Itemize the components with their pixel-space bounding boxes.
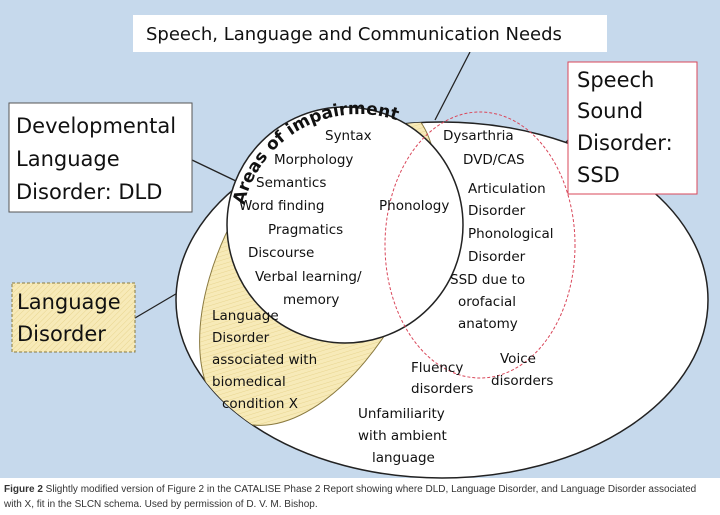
dld-text: Developmental <box>16 114 176 138</box>
title-pointer <box>434 51 471 121</box>
area-word-finding: Word finding <box>239 198 325 214</box>
area-verbal-learning: Verbal learning/ <box>255 269 362 285</box>
ambient-label: language <box>372 450 435 466</box>
area-discourse: Discourse <box>248 245 314 261</box>
caption-text: Slightly modified version of Figure 2 in… <box>4 484 697 510</box>
title-text: Speech, Language and Communication Needs <box>146 24 562 45</box>
fluency-label: disorders <box>411 381 473 397</box>
dld-box <box>8 102 193 213</box>
voice-label: Voice <box>500 351 536 367</box>
area-pragmatics: Pragmatics <box>268 222 343 238</box>
ssd-item: Phonological <box>468 226 554 242</box>
language-disorder-text: Language <box>17 290 121 314</box>
text-line: biomedical <box>212 374 286 390</box>
area-memory: memory <box>283 292 339 308</box>
ssd-text: SSD <box>577 163 620 187</box>
text-line: condition X <box>222 396 298 412</box>
ssd-text: Disorder: <box>577 131 673 155</box>
ssd-item: Dysarthria <box>443 128 514 144</box>
areas-items: Syntax Morphology Semantics Word finding… <box>239 128 449 308</box>
language-disorder-text: Disorder <box>17 322 106 346</box>
caption-label: Figure 2 <box>4 484 43 495</box>
dld-text: Disorder: DLD <box>16 180 162 204</box>
language-disorder-x-label: Language Disorder associated with biomed… <box>212 308 317 412</box>
ssd-item: DVD/CAS <box>463 152 525 168</box>
ssd-item: Disorder <box>468 203 526 219</box>
area-semantics: Semantics <box>256 175 326 191</box>
dld-pointer <box>191 159 239 183</box>
ssd-item: SSD due to <box>450 272 525 288</box>
ssd-item: Articulation <box>468 181 546 197</box>
ssd-text: Speech <box>577 68 654 92</box>
title-box <box>133 15 607 52</box>
area-morphology: Morphology <box>274 152 353 168</box>
figure-caption: Figure 2 Slightly modified version of Fi… <box>4 482 716 512</box>
text-line: Language <box>212 308 279 324</box>
ambient-label: Unfamiliarity <box>358 406 445 422</box>
ssd-region <box>384 111 576 379</box>
language-disorder-box <box>11 282 136 353</box>
fluency-label: Fluency <box>411 360 463 376</box>
ssd-text: Sound <box>577 99 643 123</box>
ssd-item: anatomy <box>458 316 518 332</box>
ssd-item: orofacial <box>458 294 516 310</box>
area-phonology: Phonology <box>379 198 449 214</box>
voice-label: disorders <box>491 373 553 389</box>
ambient-label: with ambient <box>358 428 447 444</box>
other-needs: Fluency disorders Voice disorders Unfami… <box>358 351 553 466</box>
text-line: associated with <box>212 352 317 368</box>
ssd-box <box>567 61 698 195</box>
ssd-items: Dysarthria DVD/CAS Articulation Disorder… <box>443 128 554 332</box>
text-line: Disorder <box>212 330 270 346</box>
dld-text: Language <box>16 147 120 171</box>
area-syntax: Syntax <box>325 128 372 144</box>
ssd-item: Disorder <box>468 249 526 265</box>
